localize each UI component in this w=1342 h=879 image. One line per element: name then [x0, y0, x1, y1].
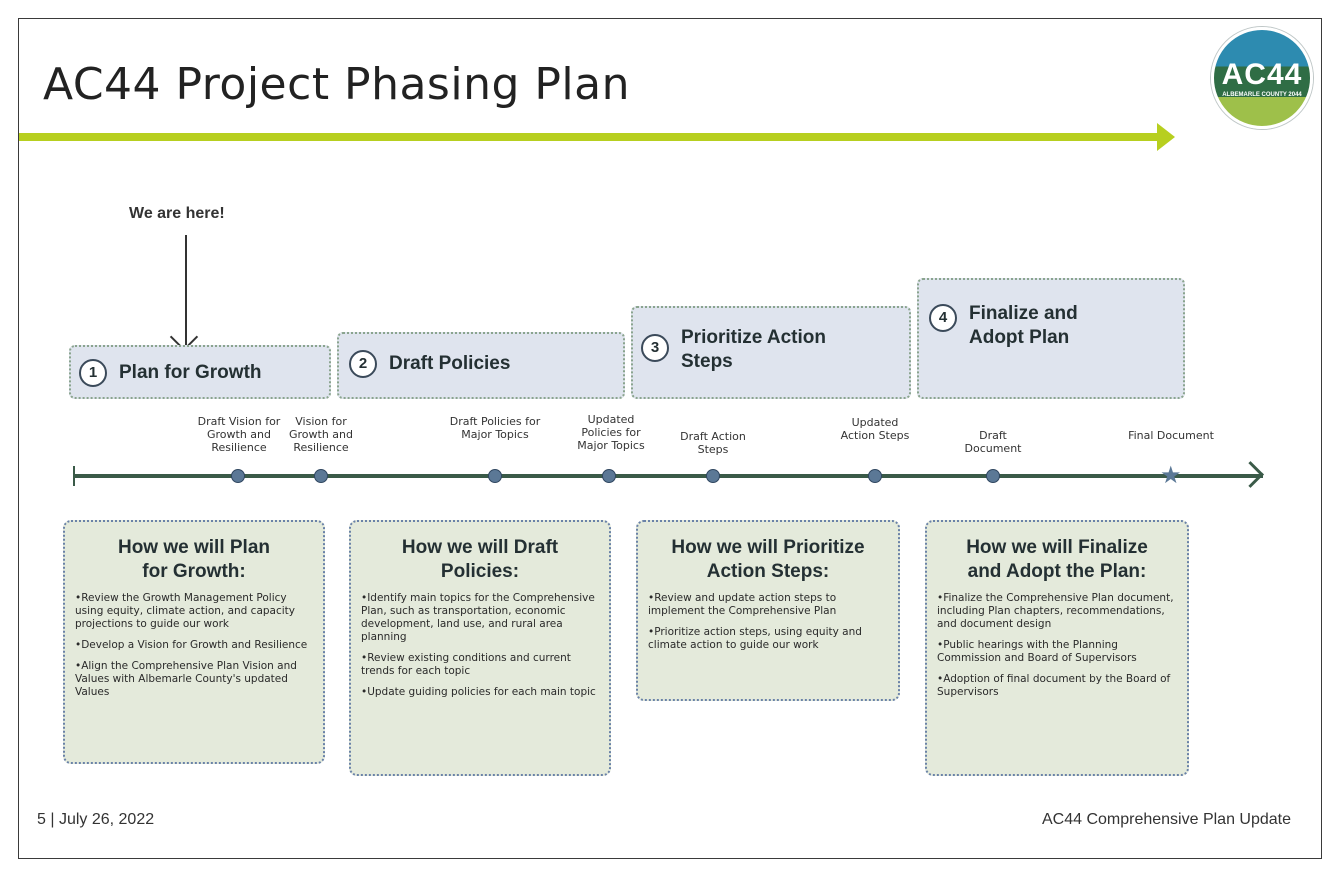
phase-3-label: Prioritize Action Steps — [681, 327, 826, 372]
logo-sub-text: ALBEMARLE COUNTY 2044 — [1222, 92, 1302, 98]
milestone-label-1: Draft Vision for Growth and Resilience — [197, 415, 281, 454]
milestone-dot-4 — [602, 469, 616, 483]
milestone-label-2: Vision for Growth and Resilience — [288, 415, 353, 454]
phase-4-number: 4 — [929, 304, 957, 332]
footer-title: AC44 Comprehensive Plan Update — [1041, 811, 1291, 828]
phase-1-number: 1 — [79, 359, 107, 387]
phase-1-box: 1 Plan for Growth — [69, 345, 331, 399]
phase-3-box: 3 Prioritize Action Steps — [631, 306, 911, 399]
milestone-label-7: Draft Document — [964, 429, 1022, 455]
we-are-here-label: We are here! — [129, 205, 225, 222]
card-finalize-and-adopt: How we will Finalize and Adopt the Plan:… — [925, 520, 1189, 776]
card-2-item: •Identify main topics for the Comprehens… — [361, 592, 595, 643]
timeline-arrow-icon — [1237, 461, 1264, 488]
milestone-label-6: Updated Action Steps — [840, 416, 910, 442]
card-3-item: •Prioritize action steps, using equity a… — [648, 626, 862, 651]
card-4-item: •Finalize the Comprehensive Plan documen… — [937, 592, 1174, 630]
milestone-dot-3 — [488, 469, 502, 483]
title-underline — [19, 133, 1159, 141]
card-2-item: •Update guiding policies for each main t… — [361, 686, 596, 698]
card-prioritize-action-steps: How we will Prioritize Action Steps: •Re… — [636, 520, 900, 701]
milestone-dot-7 — [986, 469, 1000, 483]
milestone-label-4: Updated Policies for Major Topics — [577, 413, 645, 452]
phase-2-number: 2 — [349, 350, 377, 378]
card-2-item: •Review existing conditions and current … — [361, 652, 571, 677]
card-plan-for-growth: How we will Plan for Growth: •Review the… — [63, 520, 325, 764]
milestone-label-5: Draft Action Steps — [680, 430, 746, 456]
milestone-label-8: Final Document — [1128, 429, 1214, 442]
phase-4-box: 4 Finalize and Adopt Plan — [917, 278, 1185, 399]
footer-page-date: 5 | July 26, 2022 — [37, 811, 155, 828]
card-3-title: How we will Prioritize Action Steps: — [671, 537, 865, 582]
title-arrow-icon — [1157, 123, 1175, 151]
card-2-title: How we will Draft Policies: — [401, 537, 559, 582]
card-4-title: How we will Finalize and Adopt the Plan: — [966, 537, 1148, 582]
card-4-item: •Adoption of final document by the Board… — [937, 673, 1171, 698]
milestone-dot-2 — [314, 469, 328, 483]
phase-3-number: 3 — [641, 334, 669, 362]
ac44-logo: AC44 ALBEMARLE COUNTY 2044 — [1211, 27, 1313, 129]
card-1-item: •Develop a Vision for Growth and Resilie… — [75, 639, 308, 651]
down-arrow-icon — [185, 235, 187, 345]
phase-1-label: Plan for Growth — [119, 362, 262, 383]
milestone-dot-1 — [231, 469, 245, 483]
card-1-title: How we will Plan for Growth: — [117, 537, 271, 582]
phase-2-label: Draft Policies — [389, 353, 511, 374]
phase-2-box: 2 Draft Policies — [337, 332, 625, 399]
card-draft-policies: How we will Draft Policies: •Identify ma… — [349, 520, 611, 776]
timeline-line — [73, 474, 1263, 478]
logo-main-text: AC44 — [1221, 58, 1303, 91]
card-1-item: •Review the Growth Management Policy usi… — [75, 592, 296, 630]
milestone-dot-6 — [868, 469, 882, 483]
milestone-dot-5 — [706, 469, 720, 483]
final-star-icon: ★ — [1160, 462, 1182, 489]
slide: AC44 Project Phasing Plan AC44 ALBEMARLE… — [18, 18, 1322, 859]
phase-4-label: Finalize and Adopt Plan — [969, 303, 1078, 348]
milestone-label-3: Draft Policies for Major Topics — [449, 415, 541, 441]
card-1-item: •Align the Comprehensive Plan Vision and… — [75, 660, 297, 698]
card-3-item: •Review and update action steps to imple… — [648, 592, 837, 617]
card-4-item: •Public hearings with the Planning Commi… — [937, 639, 1137, 664]
page-title: AC44 Project Phasing Plan — [43, 59, 630, 110]
